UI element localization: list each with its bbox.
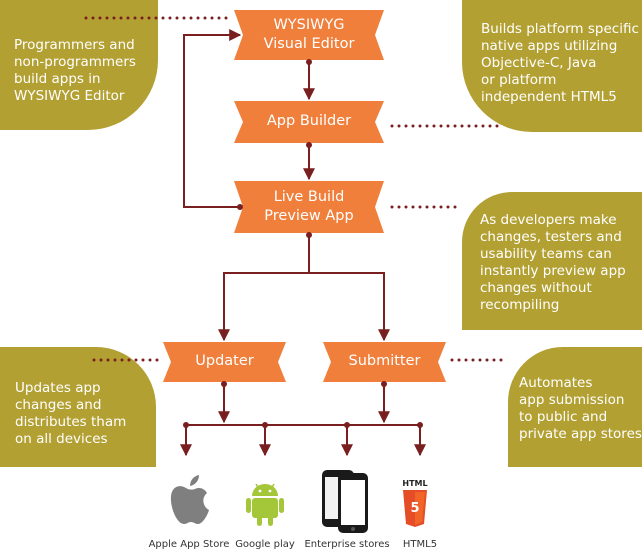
split-connector — [218, 233, 310, 342]
connector-dot — [306, 142, 312, 148]
split-connector — [309, 272, 390, 342]
target-label-html5: HTML5 — [402, 539, 438, 550]
callout-updates: Updates app changes and distributes tham… — [0, 347, 156, 467]
apple-icon — [170, 475, 209, 524]
node-wysiwyg-subtitle: Visual Editor — [263, 36, 355, 52]
callout-automates: Automates app submission to public and p… — [508, 347, 642, 467]
callout-line: independent HTML5 — [481, 89, 617, 105]
callout-line: changes without — [480, 280, 592, 296]
callout-line: Updates app — [15, 380, 101, 396]
node-submitter-title: Submitter — [348, 353, 421, 369]
android-icon — [246, 483, 284, 526]
node-wysiwyg-shape — [234, 10, 384, 60]
node-builder-title: App Builder — [266, 113, 352, 129]
callout-line: Automates — [519, 375, 593, 391]
callout-line: changes and — [15, 397, 102, 413]
node-wysiwyg-title: WYSIWYG — [273, 17, 345, 33]
node-submitter-shape — [323, 342, 446, 382]
connector-dot — [237, 204, 243, 210]
callout-line: recompiling — [480, 297, 560, 313]
callout-line: Programmers and — [14, 37, 135, 53]
callout-developers: As developers make changes, testers and … — [462, 192, 642, 330]
target-label-apple: Apple App Store — [148, 539, 230, 550]
callout-line: distributes tham — [15, 414, 127, 430]
callout-line: on all devices — [15, 431, 108, 447]
connector-dot — [262, 422, 268, 428]
target-label-google: Google play — [235, 539, 295, 550]
callout-line: usability teams can — [480, 246, 612, 262]
node-preview: Live Build Preview App — [234, 188, 384, 226]
callout-line: As developers make — [480, 212, 617, 228]
callout-line: instantly preview app — [480, 263, 626, 279]
connector-dot — [417, 422, 423, 428]
node-builder-shape — [234, 101, 384, 143]
html5-badge-text: HTML — [402, 479, 428, 488]
node-builder: App Builder — [234, 112, 384, 131]
callout-line: WYSIWYG Editor — [14, 88, 125, 104]
node-updater-title: Updater — [195, 353, 254, 369]
callout-line: non-programmers — [14, 54, 136, 70]
callout-builds: Builds platform specific native apps uti… — [462, 0, 642, 132]
connector-dot — [306, 232, 312, 238]
callout-line: Builds platform specific — [481, 21, 639, 37]
node-updater: Updater — [163, 352, 286, 371]
callout-line: or platform — [481, 72, 557, 88]
connector-dots — [183, 59, 423, 428]
node-wysiwyg: WYSIWYG Visual Editor — [234, 16, 384, 54]
feedback-loop — [183, 29, 242, 208]
node-submitter: Submitter — [323, 352, 446, 371]
svg-text:5: 5 — [410, 501, 419, 516]
target-label-enterprise: Enterprise stores — [304, 539, 390, 550]
connector-dot — [344, 422, 350, 428]
callout-line: changes, testers and — [480, 229, 622, 245]
node-preview-subtitle: Preview App — [264, 208, 354, 224]
connector-dot — [381, 381, 387, 387]
callout-line: private app stores — [519, 426, 642, 442]
callout-line: app submission — [519, 392, 625, 408]
callout-line: native apps utilizing — [481, 38, 618, 54]
main-connectors — [180, 29, 426, 457]
connector-dot — [221, 381, 227, 387]
connector-dot — [306, 59, 312, 65]
connector-dot — [183, 422, 189, 428]
html5-icon: 5 — [403, 490, 427, 527]
node-updater-shape — [163, 342, 286, 382]
node-preview-title: Live Build — [273, 189, 345, 205]
callout-line: to public and — [519, 409, 608, 425]
node-preview-shape — [234, 181, 384, 233]
callout-line: build apps in — [14, 71, 101, 87]
phones-icon — [322, 470, 368, 533]
callout-line: Objective-C, Java — [481, 55, 597, 71]
callout-programmers: Programmers and non-programmers build ap… — [0, 0, 158, 130]
